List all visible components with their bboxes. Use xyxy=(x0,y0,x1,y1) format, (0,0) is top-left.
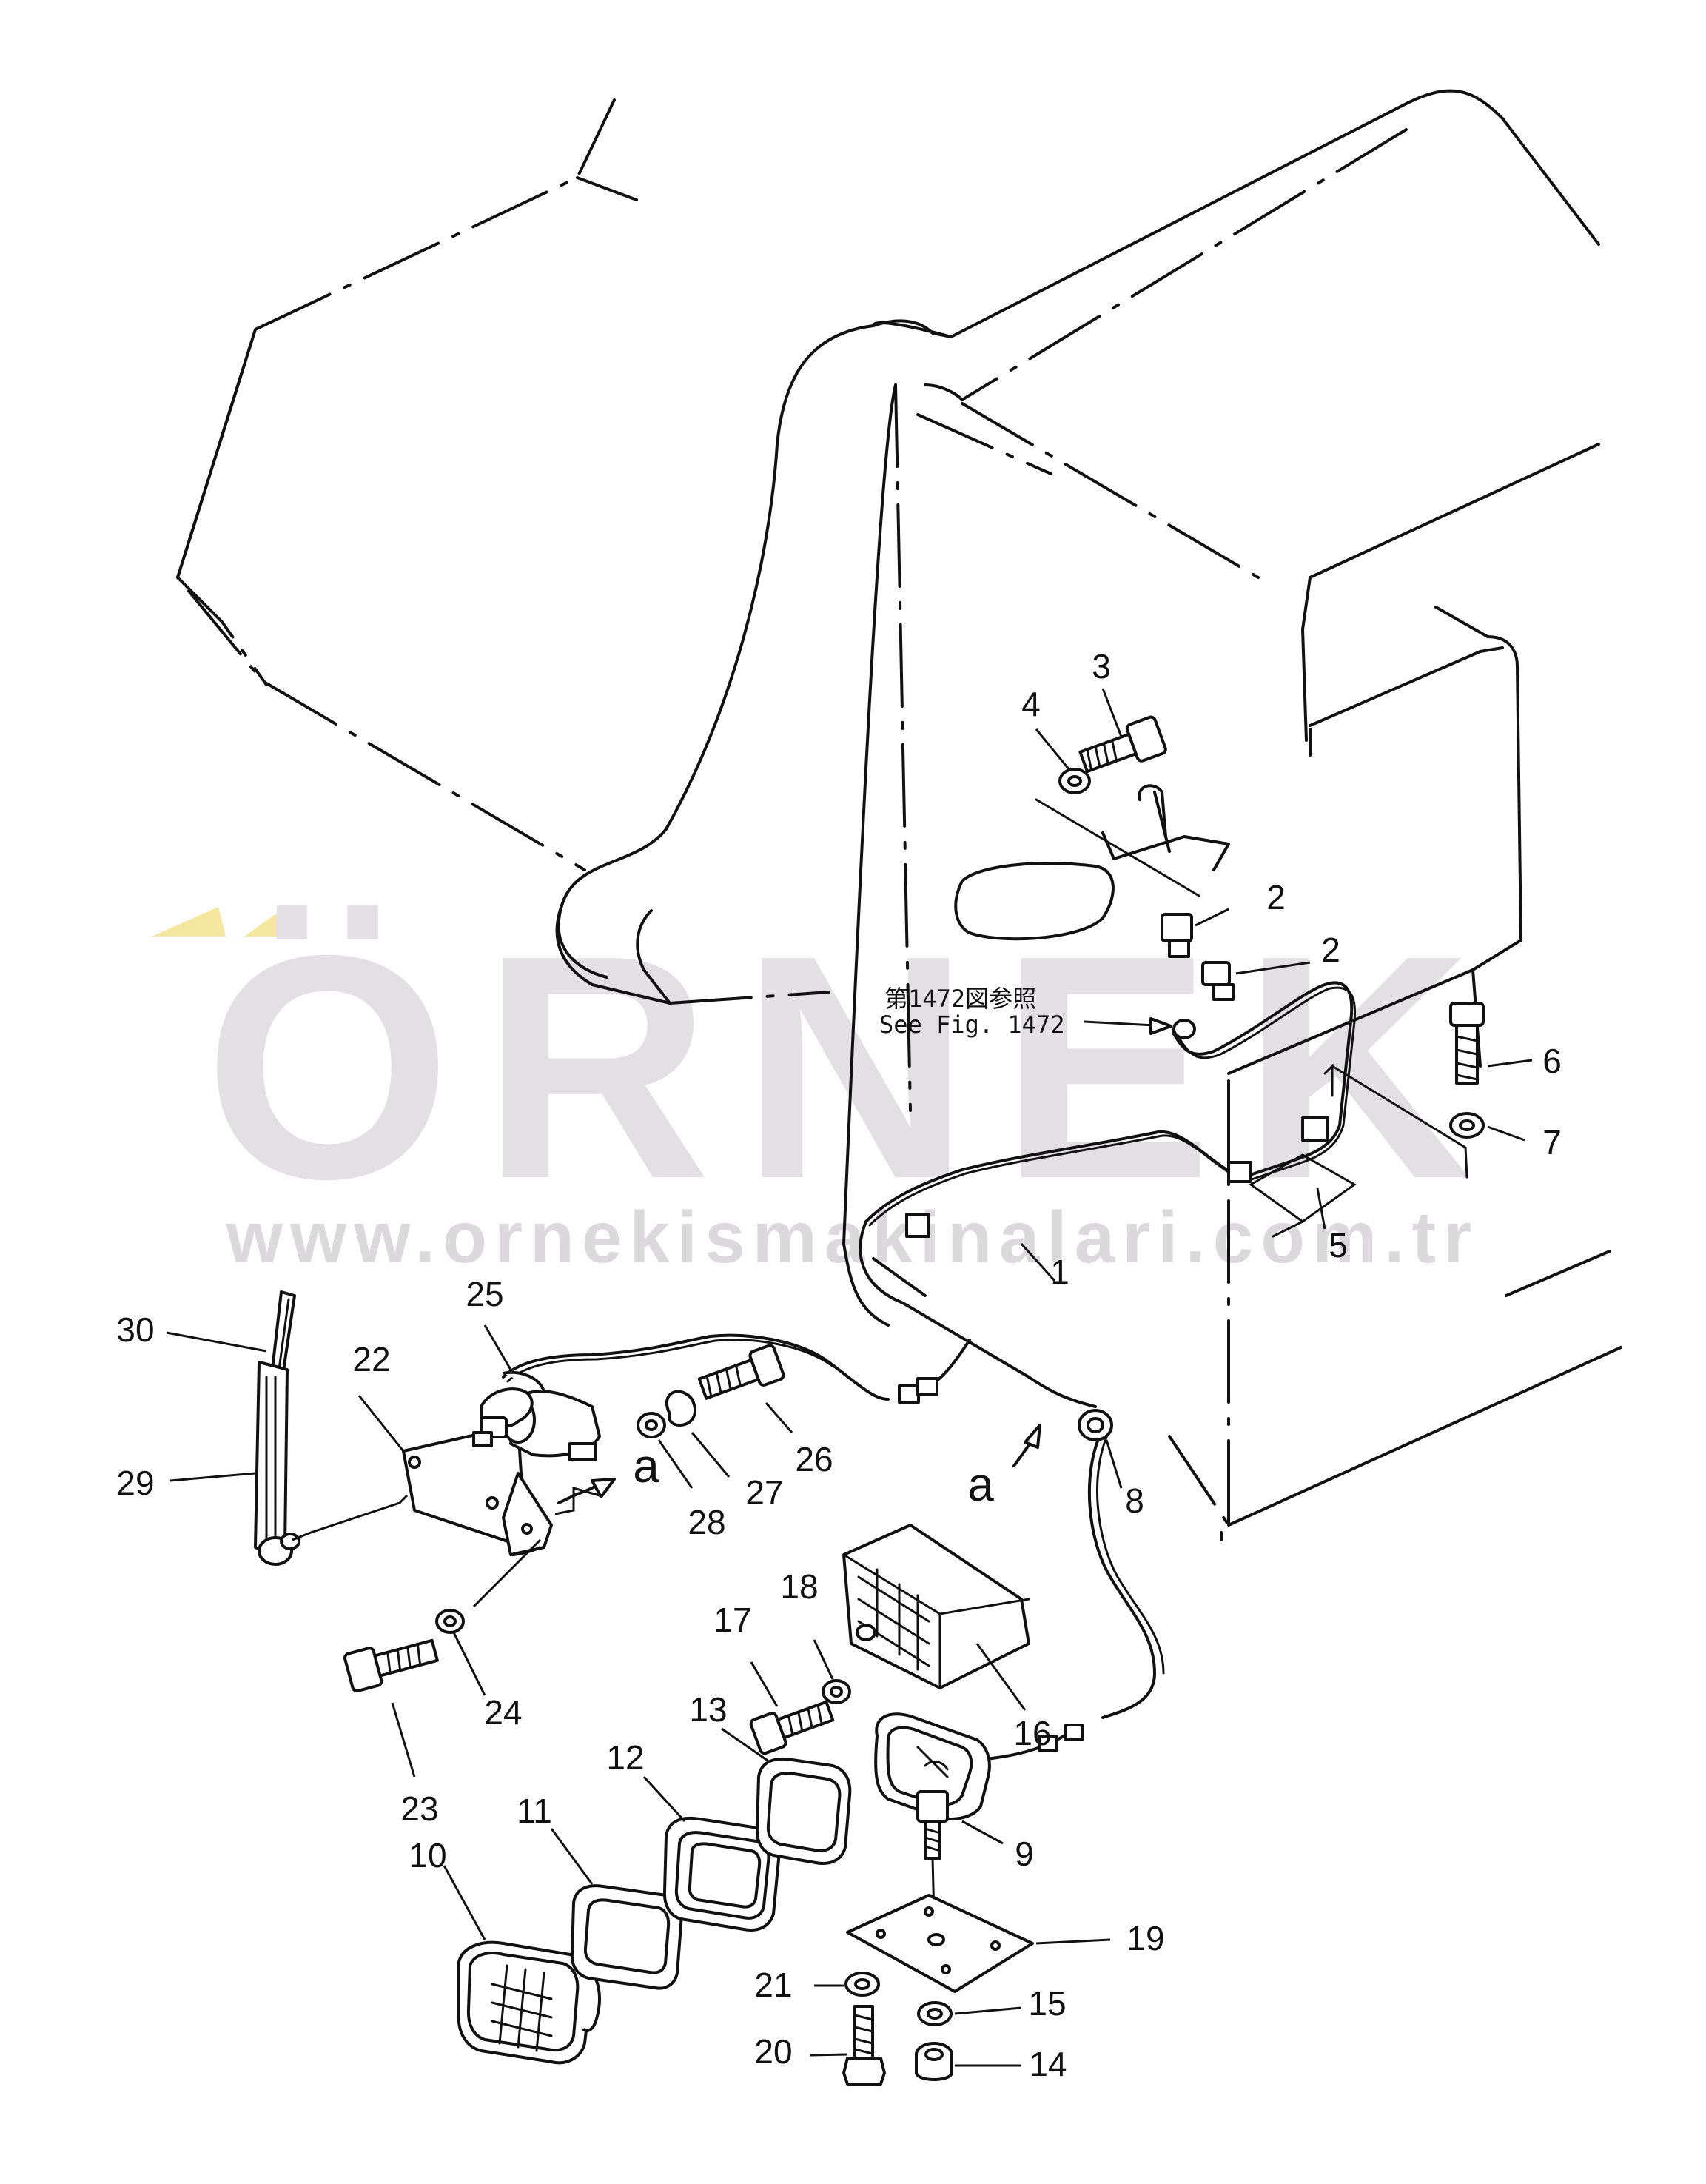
washer-hole xyxy=(927,2008,943,2020)
watermark-accent-right xyxy=(244,905,292,937)
guard-fasteners xyxy=(749,1679,851,1755)
bolt xyxy=(749,1700,835,1755)
connector xyxy=(898,1384,920,1404)
washer-hole xyxy=(443,1615,457,1627)
callout-4: 4 xyxy=(1021,685,1041,723)
callout-21: 21 xyxy=(754,1966,792,2004)
callout-7: 7 xyxy=(1542,1123,1562,1162)
callout-20: 20 xyxy=(754,2032,792,2071)
nut xyxy=(915,2042,953,2081)
washer-hole xyxy=(830,1686,843,1698)
lock-washer xyxy=(665,1390,696,1427)
bracket-fasteners xyxy=(343,1538,542,1693)
grommet-inner xyxy=(1087,1417,1104,1433)
callout-29: 29 xyxy=(116,1464,154,1502)
watermark-brand: ÖRNEK xyxy=(204,890,1502,1245)
harness-clamp xyxy=(1301,1116,1329,1142)
relay xyxy=(1161,913,1193,942)
callout-2a: 2 xyxy=(1266,878,1286,917)
wiper-assembly xyxy=(254,1290,409,1566)
callout-18: 18 xyxy=(780,1567,818,1606)
callout-19: 19 xyxy=(1126,1919,1164,1957)
callout-16: 16 xyxy=(1013,1714,1051,1752)
connection-mark-left: a xyxy=(633,1439,659,1493)
watermark-url: www.ornekismakinalari.com.tr xyxy=(226,1196,1479,1278)
callout-numbers: 1 2 2 3 4 5 6 7 8 9 10 11 12 13 14 15 16… xyxy=(116,647,1561,2083)
lamp-mount-hardware xyxy=(842,1894,1034,2086)
callout-11: 11 xyxy=(517,1792,552,1830)
callout-5: 5 xyxy=(1329,1226,1348,1264)
harness-clamp xyxy=(1227,1161,1252,1183)
callout-12: 12 xyxy=(606,1738,644,1777)
callout-15: 15 xyxy=(1028,1984,1066,2023)
callout-8: 8 xyxy=(1125,1481,1144,1520)
bolt xyxy=(842,2005,886,2086)
connection-markers: a a xyxy=(557,1424,1041,1511)
connector xyxy=(1038,1735,1058,1752)
leader-lines xyxy=(166,688,1533,2067)
callout-25: 25 xyxy=(466,1275,503,1313)
wire-terminal xyxy=(1172,1019,1196,1039)
connector xyxy=(916,1377,938,1396)
bolt xyxy=(1449,1002,1485,1085)
connection-mark-right: a xyxy=(967,1458,994,1511)
washer-hole xyxy=(854,1978,870,1990)
callout-1: 1 xyxy=(1050,1253,1069,1291)
callout-24: 24 xyxy=(484,1693,522,1732)
reference-english: See Fig. 1472 xyxy=(879,1011,1064,1039)
motor-fasteners xyxy=(637,1344,785,1438)
callout-13: 13 xyxy=(689,1690,727,1729)
upper-bracket-assembly xyxy=(954,715,1235,1039)
clamp-fasteners xyxy=(1249,1002,1485,1238)
connector xyxy=(1064,1724,1084,1741)
callout-9: 9 xyxy=(1015,1835,1034,1873)
lamp-guard xyxy=(842,1524,1030,1689)
work-lamp xyxy=(874,1712,991,1918)
callout-3: 3 xyxy=(1092,647,1111,686)
callout-23: 23 xyxy=(400,1789,438,1828)
relay-base xyxy=(1168,939,1190,958)
callout-27: 27 xyxy=(745,1473,783,1512)
harness-clamp xyxy=(905,1213,930,1238)
callout-14: 14 xyxy=(1029,2045,1067,2083)
reference-note: 第1472図参照 See Fig. 1472 xyxy=(879,985,1172,1039)
callout-30: 30 xyxy=(116,1310,154,1349)
watermark: ÖRNEK www.ornekismakinalari.com.tr xyxy=(152,890,1502,1278)
bolt xyxy=(343,1638,439,1693)
callout-2b: 2 xyxy=(1321,931,1340,969)
callout-17: 17 xyxy=(713,1601,751,1639)
washer-hole xyxy=(1067,775,1082,787)
machine-outline xyxy=(175,89,1622,1541)
washer-hole xyxy=(645,1419,658,1431)
callout-28: 28 xyxy=(688,1503,725,1541)
reference-japanese: 第1472図参照 xyxy=(884,985,1036,1013)
watermark-accent-left xyxy=(152,907,226,937)
callout-26: 26 xyxy=(795,1440,833,1478)
callout-10: 10 xyxy=(409,1836,446,1875)
relay-base xyxy=(1212,983,1235,1001)
callout-6: 6 xyxy=(1542,1042,1562,1080)
bolt xyxy=(697,1344,785,1400)
washer-hole xyxy=(1459,1119,1475,1131)
wiper-motor-assembly xyxy=(402,1370,601,1556)
bolt xyxy=(1078,715,1167,774)
relay xyxy=(1201,961,1231,986)
callout-22: 22 xyxy=(352,1340,390,1379)
headlamp-assembly xyxy=(457,1758,852,2065)
